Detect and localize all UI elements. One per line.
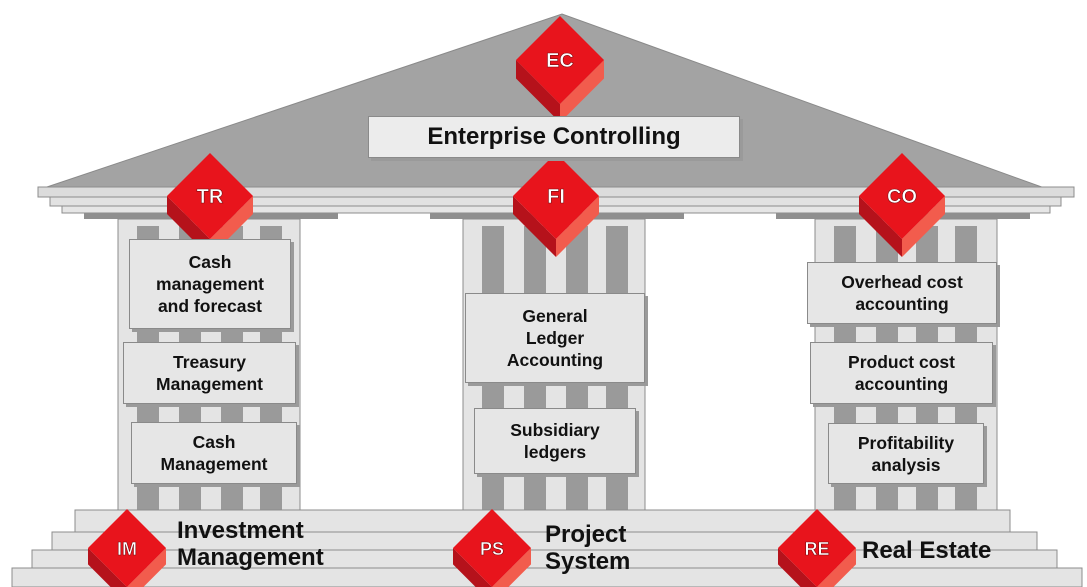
module-general-ledger-accounting: General Ledger Accounting [465, 293, 645, 383]
im-badge: IM [88, 509, 166, 587]
co-badge-left-face [859, 196, 902, 258]
ec-badge-top-face [516, 16, 604, 104]
ps-badge-top-face [453, 509, 531, 587]
ec-badge-label: EC [546, 50, 574, 72]
co-badge-right-face [902, 196, 945, 258]
investment-management-label: Investment Management [177, 517, 324, 571]
tr-badge-top-face [167, 153, 253, 239]
project-system-label: Project System [545, 521, 631, 575]
ec-badge-right-face [560, 60, 604, 123]
fi-badge: FI [513, 153, 599, 258]
enterprise-controlling-title: Enterprise Controlling [368, 116, 740, 158]
ec-badge-left-face [516, 60, 560, 123]
module-subsidiary-ledgers: Subsidiary ledgers [474, 408, 636, 474]
ps-badge: PS [453, 509, 531, 587]
module-overhead-cost-accounting: Overhead cost accounting [807, 262, 997, 324]
re-badge-top-face [778, 509, 856, 587]
module-cash-management: Cash Management [131, 422, 297, 484]
module-profitability-analysis: Profitability analysis [828, 423, 984, 484]
fi-badge-label: FI [547, 186, 565, 208]
fi-badge-right-face [556, 196, 599, 258]
module-product-cost-accounting: Product cost accounting [810, 342, 993, 404]
co-badge: CO [859, 153, 945, 258]
re-badge-label: RE [804, 539, 829, 559]
co-badge-top-face [859, 153, 945, 239]
module-treasury-management: Treasury Management [123, 342, 296, 404]
module-cash-management-and-forecast: Cash management and forecast [129, 239, 291, 329]
ps-badge-label: PS [480, 539, 504, 559]
fi-badge-top-face [513, 153, 599, 239]
real-estate-label: Real Estate [862, 537, 992, 564]
im-badge-top-face [88, 509, 166, 587]
co-badge-label: CO [887, 186, 917, 208]
im-badge-label: IM [117, 539, 137, 559]
re-badge: RE [778, 509, 856, 587]
tr-badge-label: TR [197, 186, 224, 208]
fi-badge-left-face [513, 196, 556, 258]
ec-badge: EC [516, 16, 604, 123]
